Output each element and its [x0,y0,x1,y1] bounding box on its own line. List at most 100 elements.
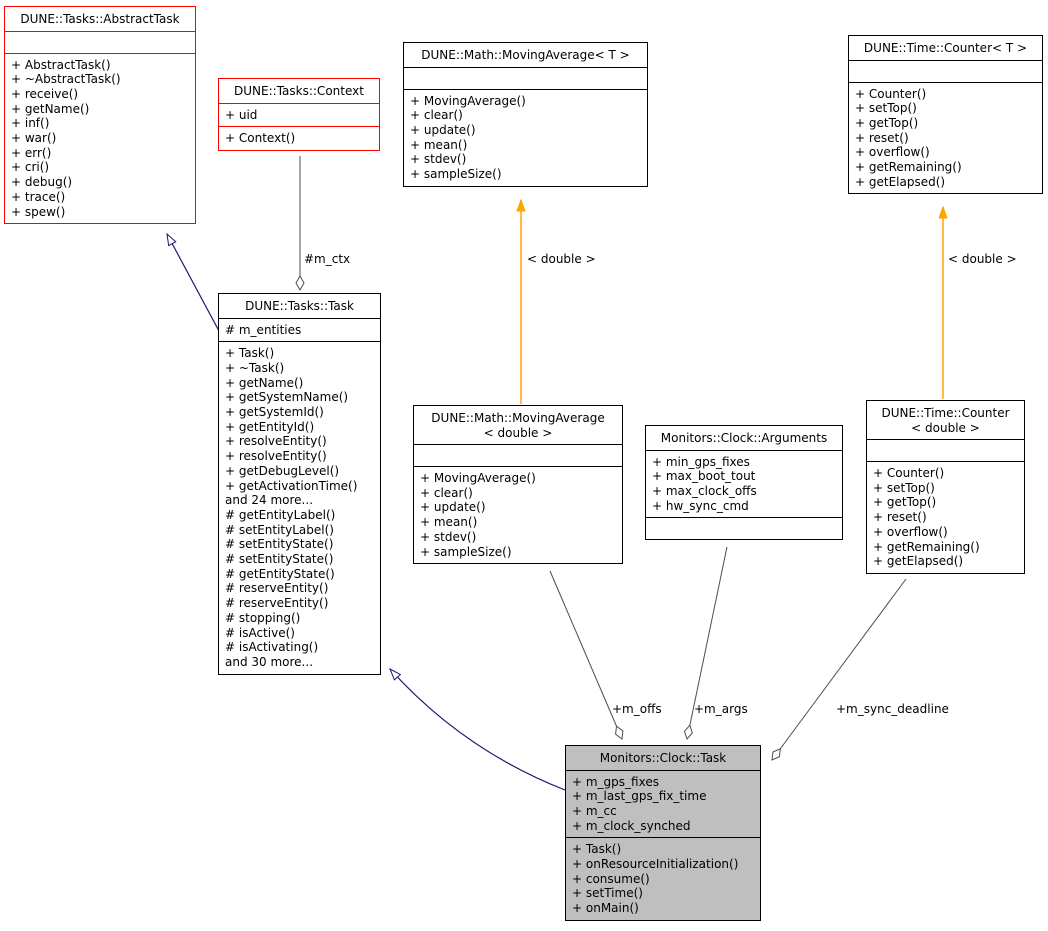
method: + getDebugLevel() [225,463,340,478]
methods-section: + MovingAverage() + clear() + update() +… [414,466,622,563]
attribute: + m_last_gps_fix_time [572,789,707,804]
method: + AbstractTask() [11,57,111,72]
method: # setEntityLabel() [225,522,334,537]
aggregation-edge-m-offs [549,570,624,740]
inheritance-edge-task-to-abstracttask [166,232,220,332]
class-title: DUNE::Time::Counter < double > [881,406,1010,435]
method: + update() [420,500,486,515]
method: + overflow() [873,524,948,539]
method: + MovingAverage() [410,93,526,108]
class-box-counter-double[interactable]: DUNE::Time::Counter < double > + Counter… [866,400,1025,574]
method: + setTop() [855,101,917,116]
attributes-section [867,439,1024,461]
attribute: + m_gps_fixes [572,774,659,789]
method: # setEntityState() [225,552,334,567]
method: + spew() [11,204,66,219]
class-title: Monitors::Clock::Task [599,751,727,765]
methods-section: + Counter() + setTop() + getTop() + rese… [867,461,1024,573]
methods-section: + Context() [219,126,379,150]
class-box-counter-t[interactable]: DUNE::Time::Counter< T > + Counter() + s… [848,35,1043,195]
class-title: DUNE::Tasks::Context [234,84,364,98]
class-box-clock-task[interactable]: Monitors::Clock::Task + m_gps_fixes + m_… [565,745,761,921]
method: # getEntityLabel() [225,507,336,522]
method: + ~AbstractTask() [11,72,121,87]
edge-label-template-double-right: < double > [948,252,1017,266]
method: + getTop() [855,115,919,130]
method: # reserveEntity() [225,581,329,596]
method: + getEntityId() [225,419,315,434]
attributes-section [849,59,1042,82]
attribute: + m_cc [572,803,617,818]
method: + clear() [410,108,463,123]
aggregation-edge-m-sync-deadline [771,578,907,761]
method: + Task() [225,346,275,361]
edge-label-m-args: +m_args [694,702,748,716]
method: + Counter() [873,466,945,480]
method: + Context() [225,131,296,146]
class-title: DUNE::Tasks::Task [245,299,354,313]
class-box-task[interactable]: DUNE::Tasks::Task # m_entities + Task() … [218,293,381,675]
method: + onResourceInitialization() [572,857,739,872]
methods-section: + AbstractTask() + ~AbstractTask() + rec… [5,52,195,224]
method: + onMain() [572,901,639,916]
method: + reset() [855,130,909,145]
edge-label-template-double-left: < double > [527,252,596,266]
method: + resolveEntity() [225,434,327,449]
method: + sampleSize() [420,544,512,559]
attribute: + hw_sync_cmd [652,498,749,513]
edge-label-m-ctx: #m_ctx [304,252,351,266]
method: + clear() [420,485,473,500]
method: + resolveEntity() [225,449,327,464]
class-title: DUNE::Math::MovingAverage < double > [431,411,605,440]
method: + getSystemName() [225,390,349,405]
method: + getTop() [873,495,937,510]
method: + cri() [11,160,50,175]
edge-label-m-sync-deadline: +m_sync_deadline [836,702,949,716]
method: + Task() [572,842,622,857]
class-box-moving-average-t[interactable]: DUNE::Math::MovingAverage< T > + MovingA… [403,42,648,187]
method: + update() [410,122,476,137]
method: + stdev() [420,529,477,544]
method: + getName() [225,375,304,390]
method: + err() [11,145,52,160]
attributes-section: + m_gps_fixes + m_last_gps_fix_time + m_… [566,769,760,838]
method: # reserveEntity() [225,596,329,611]
method: # stopping() [225,610,301,625]
attributes-section: # m_entities [219,317,380,342]
method: + getElapsed() [855,174,946,189]
method: + stdev() [410,152,467,167]
methods-section: + Task() + ~Task() + getName() + getSyst… [219,341,380,673]
attribute: + uid [225,107,258,122]
method: + getRemaining() [855,160,962,175]
inheritance-edge-clocktask-to-task [389,667,566,791]
method: + setTime() [572,886,643,901]
method: + debug() [11,175,73,190]
class-box-abstract-task[interactable]: DUNE::Tasks::AbstractTask + AbstractTask… [4,6,196,225]
method: + mean() [420,515,478,530]
method: + sampleSize() [410,167,502,182]
class-box-arguments[interactable]: Monitors::Clock::Arguments + min_gps_fix… [645,425,843,541]
method: # getEntityState() [225,566,335,581]
aggregation-edge-m-args [683,546,728,740]
class-box-moving-average-double[interactable]: DUNE::Math::MovingAverage < double > + M… [413,405,623,565]
method: # isActive() [225,625,295,640]
method: + getActivationTime() [225,478,358,493]
method: + Counter() [855,86,927,101]
method: and 30 more... [225,654,314,669]
attribute: # m_entities [225,322,302,337]
method: # setEntityState() [225,537,334,552]
edge-label-m-offs: +m_offs [612,702,662,716]
attributes-section: + min_gps_fixes + max_boot_tout + max_cl… [646,449,842,518]
class-box-context[interactable]: DUNE::Tasks::Context + uid + Context() [218,78,380,151]
methods-section: + Counter() + setTop() + getTop() + rese… [849,81,1042,194]
method: + war() [11,131,57,146]
method: + receive() [11,86,79,101]
method: + getSystemId() [225,405,324,420]
class-title: DUNE::Time::Counter< T > [863,41,1028,55]
method: + ~Task() [225,360,285,375]
method: # isActivating() [225,640,319,655]
method: + consume() [572,871,650,886]
attributes-section [404,66,647,89]
